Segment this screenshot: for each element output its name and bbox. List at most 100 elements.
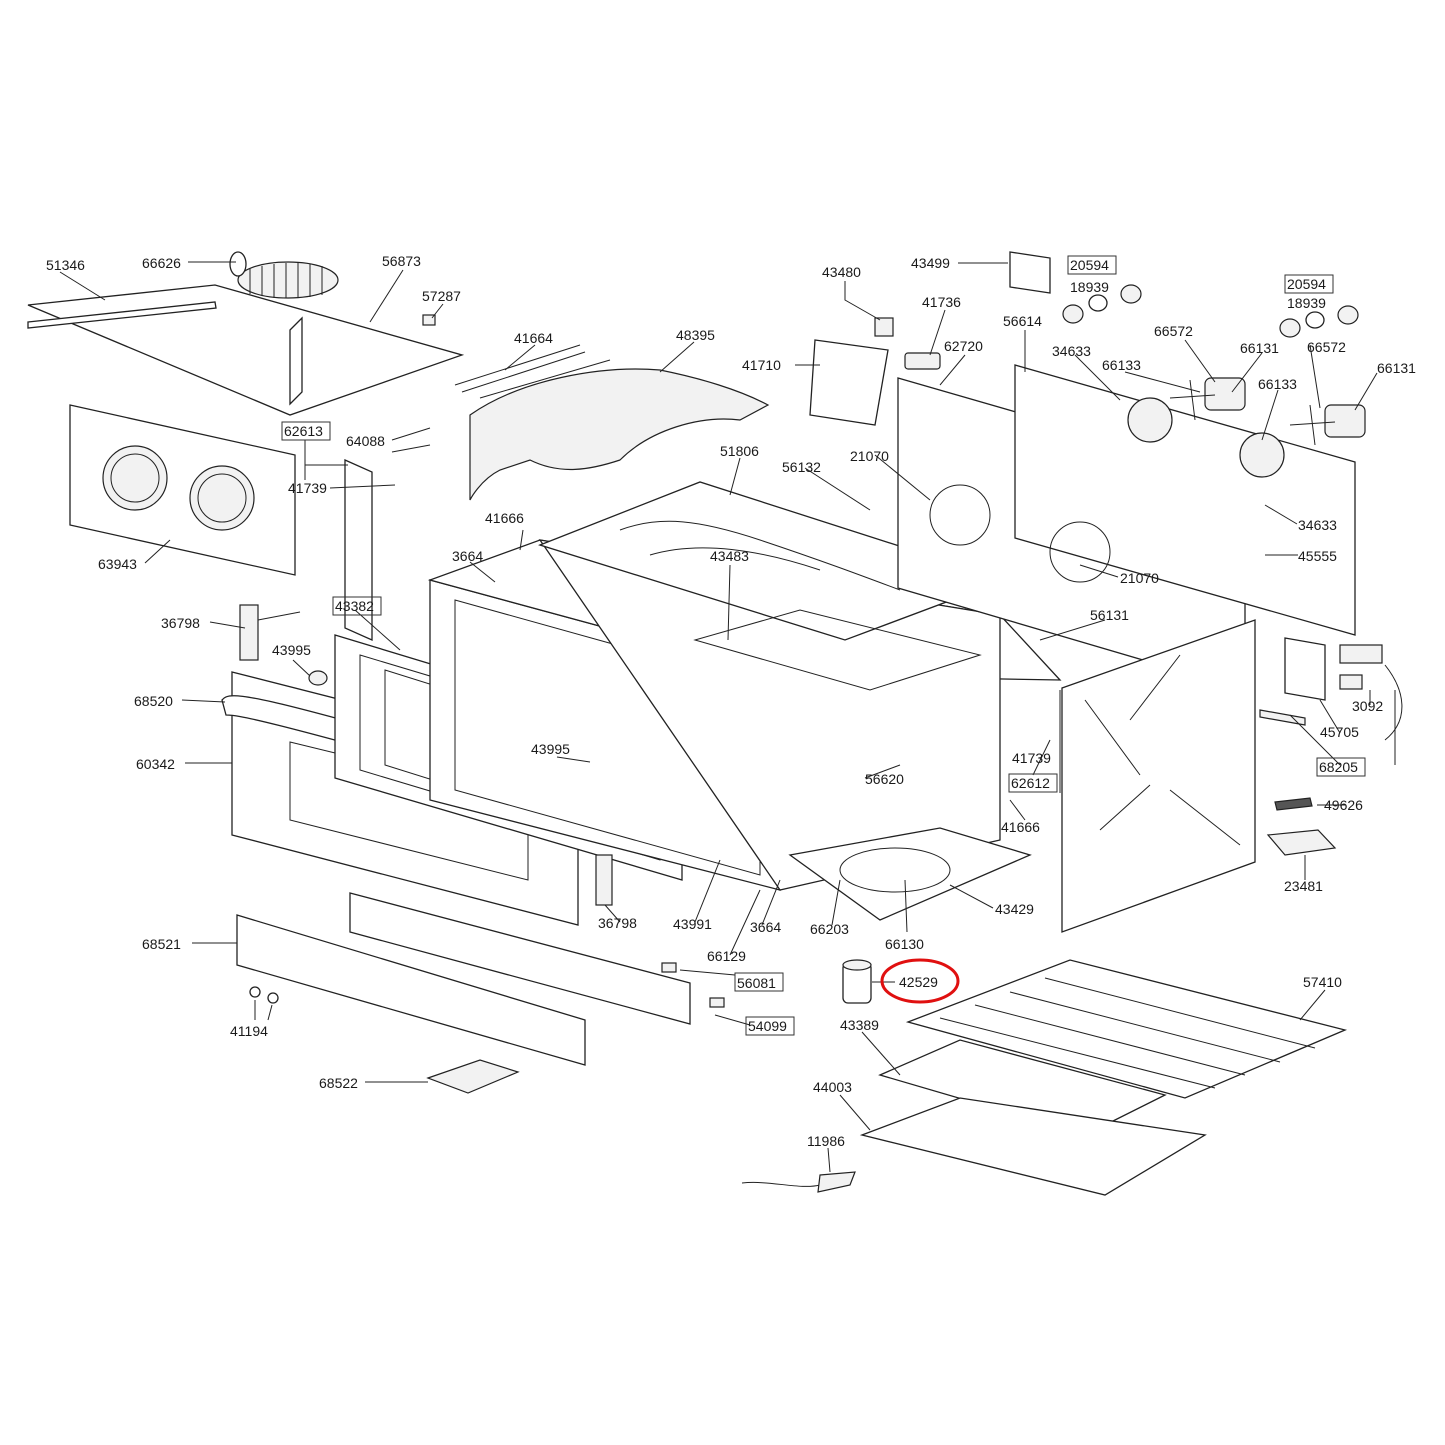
label-3664-top[interactable]: 3664 <box>452 548 483 564</box>
manual-68522-part <box>426 1059 520 1094</box>
bottom-element-part <box>788 827 1032 921</box>
label-45705[interactable]: 45705 <box>1320 724 1359 740</box>
label-43995-left[interactable]: 43995 <box>272 642 311 658</box>
label-43389[interactable]: 43389 <box>840 1017 879 1033</box>
label-41710[interactable]: 41710 <box>742 357 781 373</box>
label-51346[interactable]: 51346 <box>46 257 85 273</box>
label-43499[interactable]: 43499 <box>911 255 950 271</box>
label-62613[interactable]: 62613 <box>284 423 323 439</box>
trim-54099-part <box>349 892 691 1025</box>
hinge-36798-right-part <box>595 854 613 906</box>
label-21070-right[interactable]: 21070 <box>1120 570 1159 586</box>
label-62720[interactable]: 62720 <box>944 338 983 354</box>
pin-43995-part <box>308 670 328 686</box>
label-68522[interactable]: 68522 <box>319 1075 358 1091</box>
label-41739-left[interactable]: 41739 <box>288 480 327 496</box>
label-66133-left[interactable]: 66133 <box>1102 357 1141 373</box>
label-56620[interactable]: 56620 <box>865 771 904 787</box>
label-3664-bottom[interactable]: 3664 <box>750 919 781 935</box>
oven-cavity-part <box>427 539 1062 891</box>
label-43480[interactable]: 43480 <box>822 264 861 280</box>
label-56131[interactable]: 56131 <box>1090 607 1129 623</box>
label-51806[interactable]: 51806 <box>720 443 759 459</box>
label-21070-top[interactable]: 21070 <box>850 448 889 464</box>
label-36798-left[interactable]: 36798 <box>161 615 200 631</box>
label-66129[interactable]: 66129 <box>707 948 746 964</box>
wire-rack-57410-part <box>905 959 1348 1099</box>
label-68521[interactable]: 68521 <box>142 936 181 952</box>
label-68520[interactable]: 68520 <box>134 693 173 709</box>
label-43382[interactable]: 43382 <box>335 598 374 614</box>
label-20594-left[interactable]: 20594 <box>1070 257 1109 273</box>
label-41194[interactable]: 41194 <box>230 1023 268 1039</box>
rods-41664-part <box>454 344 611 399</box>
label-66131-right[interactable]: 66131 <box>1377 360 1416 376</box>
label-66130[interactable]: 66130 <box>885 936 924 952</box>
insulation-48395-part <box>469 368 770 501</box>
top-cover-part <box>27 284 465 416</box>
label-56081[interactable]: 56081 <box>737 975 776 991</box>
label-45555[interactable]: 45555 <box>1298 548 1337 564</box>
label-66572-left[interactable]: 66572 <box>1154 323 1193 339</box>
label-49626[interactable]: 49626 <box>1324 797 1363 813</box>
label-43483[interactable]: 43483 <box>710 548 749 564</box>
label-41666-bottom[interactable]: 41666 <box>1001 819 1040 835</box>
label-44003[interactable]: 44003 <box>813 1079 852 1095</box>
label-54099[interactable]: 54099 <box>748 1018 787 1034</box>
label-56873[interactable]: 56873 <box>382 253 421 269</box>
label-18939-right[interactable]: 18939 <box>1287 295 1326 311</box>
component-42529-part <box>842 959 872 1004</box>
clip-57287-part <box>422 314 436 326</box>
label-66131-left[interactable]: 66131 <box>1240 340 1279 356</box>
label-66572-right[interactable]: 66572 <box>1307 339 1346 355</box>
label-20594-right[interactable]: 20594 <box>1287 276 1326 292</box>
label-34633-top[interactable]: 34633 <box>1052 343 1091 359</box>
lamp-assembly-left-part <box>1062 284 1142 324</box>
back-panel-part <box>897 364 1356 691</box>
label-60342[interactable]: 60342 <box>136 756 175 772</box>
label-41664[interactable]: 41664 <box>514 330 553 346</box>
electronic-board-part <box>1009 251 1051 294</box>
cooling-fan-panel-part <box>69 404 296 576</box>
leader-lines <box>59 261 1396 1173</box>
label-66626[interactable]: 66626 <box>142 255 181 271</box>
part-labels: 51346 66626 56873 57287 41664 48395 6261… <box>46 253 1416 1149</box>
highlight-circle <box>880 958 960 1004</box>
feet-41194-part <box>249 986 279 1004</box>
right-side-panel-part <box>1061 619 1256 933</box>
lamp-assembly-right-part <box>1279 305 1359 338</box>
label-56132[interactable]: 56132 <box>782 459 821 475</box>
label-23481[interactable]: 23481 <box>1284 878 1323 894</box>
label-36798-right[interactable]: 36798 <box>598 915 637 931</box>
label-34633-right[interactable]: 34633 <box>1298 517 1337 533</box>
label-66203[interactable]: 66203 <box>810 921 849 937</box>
lower-trim-68521-part <box>236 914 586 1066</box>
label-3092[interactable]: 3092 <box>1352 698 1383 714</box>
label-57287[interactable]: 57287 <box>422 288 461 304</box>
label-11986[interactable]: 11986 <box>807 1133 845 1149</box>
label-41736[interactable]: 41736 <box>922 294 961 310</box>
label-62612[interactable]: 62612 <box>1011 775 1050 791</box>
bracket-23481-part <box>1266 829 1337 856</box>
label-41666-top[interactable]: 41666 <box>485 510 524 526</box>
label-64088[interactable]: 64088 <box>346 433 385 449</box>
label-56614[interactable]: 56614 <box>1003 313 1042 329</box>
label-43991[interactable]: 43991 <box>673 916 712 932</box>
label-66133-right[interactable]: 66133 <box>1258 376 1297 392</box>
label-41739-right[interactable]: 41739 <box>1012 750 1051 766</box>
tray-44003-part <box>859 1097 1207 1196</box>
electrical-components-part <box>1259 637 1403 741</box>
label-63943[interactable]: 63943 <box>98 556 137 572</box>
switch-41736-part <box>904 352 941 370</box>
label-43995-right[interactable]: 43995 <box>531 741 570 757</box>
label-48395[interactable]: 48395 <box>676 327 715 343</box>
label-18939-left[interactable]: 18939 <box>1070 279 1109 295</box>
fan-motor-right-part <box>1289 404 1366 446</box>
fan-motor-left-part <box>1169 377 1246 421</box>
label-68205[interactable]: 68205 <box>1319 759 1358 775</box>
label-42529[interactable]: 42529 <box>899 974 938 990</box>
switch-43480-part <box>874 317 894 337</box>
label-57410[interactable]: 57410 <box>1303 974 1342 990</box>
label-43429[interactable]: 43429 <box>995 901 1034 917</box>
